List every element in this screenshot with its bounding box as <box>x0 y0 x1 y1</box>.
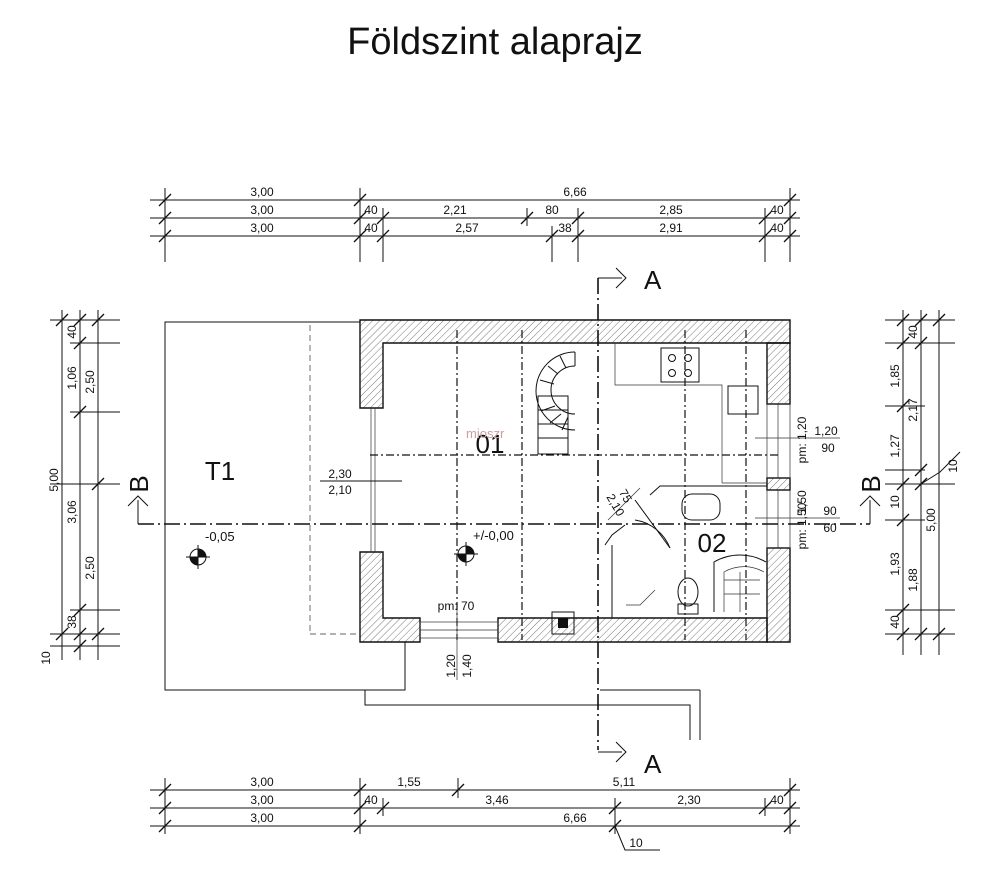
section-b-label-right: B <box>856 475 886 492</box>
dim-label: 2,85 <box>659 203 683 217</box>
dim-label: 5,00 <box>924 508 938 532</box>
terrace-door-height: 2,10 <box>328 483 352 497</box>
dim-label: 1,06 <box>65 366 79 390</box>
dim-label: 2,91 <box>659 221 683 235</box>
dim-label: 1,55 <box>397 775 421 789</box>
window-bottom-width: 1,20 <box>444 654 458 678</box>
window-right-lower-parapet: 60 <box>823 521 837 535</box>
dim-label: 3,00 <box>250 811 274 825</box>
spiral-stair-icon <box>535 351 576 455</box>
bath-door-width: 75 <box>616 487 635 506</box>
right-dimension-chains: 1,85 1,27 1,93 40 10 40 2,17 5,00 1,88 1… <box>885 310 961 655</box>
stove-icon <box>660 347 700 383</box>
dim-label: 1,85 <box>888 364 902 388</box>
dim-label: 40 <box>364 203 378 217</box>
interior-fixtures: 75 2,10 <box>535 343 767 618</box>
shower-icon <box>713 554 767 612</box>
window-right-upper-height: 90 <box>821 441 835 455</box>
dim-label: 10 <box>888 495 902 509</box>
terrace-t1 <box>164 321 701 740</box>
room-label-01: 01 <box>476 429 505 459</box>
dim-label: 2,17 <box>906 398 920 422</box>
dim-label: 38 <box>558 221 572 235</box>
window-right-upper-sill: pm: 1,20 <box>795 416 809 463</box>
dim-label: 2,50 <box>83 556 97 580</box>
bathroom <box>604 485 767 618</box>
dim-label: 6,66 <box>563 811 587 825</box>
dim-label: 1,88 <box>906 568 920 592</box>
dim-label: 40 <box>770 793 784 807</box>
section-b-label-left: B <box>124 475 154 492</box>
dim-label: 3,00 <box>250 221 274 235</box>
dim-label: 40 <box>770 221 784 235</box>
dim-label: 2,21 <box>443 203 467 217</box>
dim-label: 5,11 <box>613 775 636 789</box>
dim-label: 2,30 <box>677 793 701 807</box>
structural-grid <box>370 330 780 640</box>
kitchen-counter <box>614 343 767 484</box>
dim-label: 1,93 <box>888 552 902 576</box>
dim-label: 6,66 <box>563 185 587 199</box>
dim-label: 40 <box>65 325 79 339</box>
dim-label: 3,46 <box>485 793 509 807</box>
dim-label: 2,57 <box>455 221 479 235</box>
window-bottom-sill: pm: 70 <box>438 599 475 613</box>
dim-label: 10 <box>946 459 960 473</box>
chimney-flue-icon <box>558 618 568 628</box>
level-label-interior: +/-0,00 <box>473 528 514 543</box>
sink-icon <box>681 493 721 521</box>
dim-label: 3,06 <box>65 500 79 524</box>
section-b-b: B B <box>124 475 886 525</box>
window-right-lower-sill: pm: 1,50 <box>795 502 809 549</box>
watermark: mioszr <box>466 426 505 441</box>
window-right-lower-height: 90 <box>823 504 837 518</box>
bottom-dimension-chains: 3,00 1,55 5,11 3,00 40 3,46 2,30 40 3,00… <box>150 775 800 851</box>
dim-label: 3,00 <box>250 203 274 217</box>
dim-label: 40 <box>364 793 378 807</box>
level-marker-interior: +/-0,00 <box>454 528 514 566</box>
top-dimension-chains: 3,00 6,66 3,00 40 2,21 80 2,85 40 3,00 4… <box>150 185 800 262</box>
toilet-icon <box>677 577 699 607</box>
dim-label: 3,00 <box>250 775 274 789</box>
dim-label: 40 <box>364 221 378 235</box>
level-marker-terrace: -0,05 <box>186 529 235 569</box>
fridge-icon <box>727 385 759 415</box>
left-dimension-chains: 5,00 40 1,06 3,06 38 10 2,50 2,50 <box>39 310 120 665</box>
dim-label: 3,00 <box>250 185 274 199</box>
room-label-02: 02 <box>698 528 727 558</box>
dim-label: 2,50 <box>83 370 97 394</box>
section-a-a: A A <box>597 265 662 779</box>
dim-label: 38 <box>65 615 79 629</box>
window-right-lower-width: 1,50 <box>795 490 809 514</box>
room-label-t1: T1 <box>205 456 235 486</box>
terrace-door-width: 2,30 <box>328 467 352 481</box>
window-right-upper-width: 1,20 <box>814 424 838 438</box>
dim-label: 40 <box>888 615 902 629</box>
dim-label: 5,00 <box>47 468 61 492</box>
dim-label: 80 <box>545 203 559 217</box>
dim-label: 40 <box>906 325 920 339</box>
section-a-label-bottom: A <box>644 749 662 779</box>
section-a-label-top: A <box>644 265 662 295</box>
dim-label: 40 <box>770 203 784 217</box>
drawing-title: Földszint alaprajz <box>347 21 643 63</box>
dim-label: 10 <box>629 836 643 850</box>
dim-label: 3,00 <box>250 793 274 807</box>
level-label-terrace: -0,05 <box>205 529 235 544</box>
dim-label: 1,27 <box>888 434 902 458</box>
openings <box>370 403 791 639</box>
dim-label: 10 <box>39 651 53 665</box>
window-bottom-height: 1,40 <box>460 654 474 678</box>
